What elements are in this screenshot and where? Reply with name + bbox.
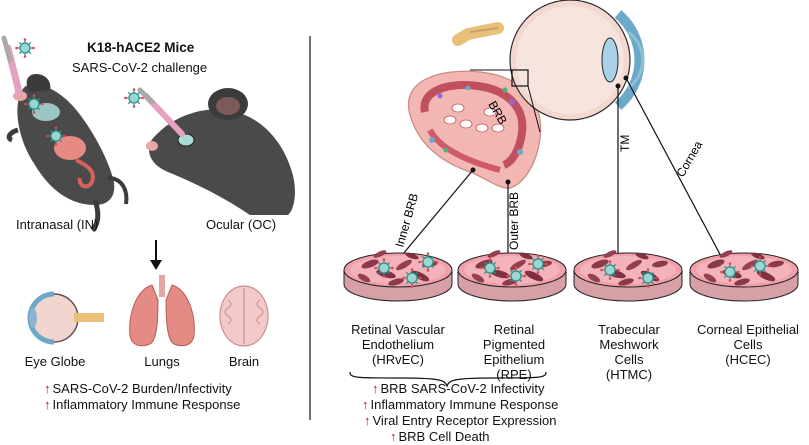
- red-up-arrow-icon: ↑: [362, 397, 369, 412]
- mouse-ocular-icon: [146, 88, 295, 215]
- zoom-box: [511, 69, 529, 87]
- inner-brb-label: Inner BRB: [392, 192, 421, 249]
- right-panel: BRB Inner BRB Outer BRB TM Cornea: [344, 0, 798, 388]
- petri-dish-hcec: [690, 249, 798, 301]
- cell-abbr: (RPE): [496, 367, 532, 382]
- route-ocular-label: Ocular (OC): [206, 217, 277, 232]
- cell-label-hrvec: Retinal Vascular Endothelium (HRvEC): [330, 322, 466, 367]
- organ-lungs-label: Lungs: [144, 354, 180, 369]
- connector-lines: [397, 77, 723, 261]
- cell-label-rpe: Retinal Pigmented Epithelium (RPE): [466, 322, 562, 382]
- connector-dot: [470, 167, 476, 173]
- cell-name: Retinal Vascular Endothelium: [351, 322, 445, 352]
- cell-name: Corneal Epithelial Cells: [697, 322, 799, 352]
- red-up-arrow-icon: ↑: [372, 381, 379, 396]
- eyeball-icon: [452, 0, 645, 121]
- red-up-arrow-icon: ↑: [390, 429, 397, 444]
- retina-section-icon: [407, 70, 542, 189]
- route-intranasal-label: Intranasal (IN): [16, 217, 99, 232]
- petri-dish-htmc: [574, 249, 682, 301]
- study-subtitle: SARS-CoV-2 challenge: [72, 60, 208, 75]
- pipette-intranasal-icon: [1, 35, 36, 96]
- left-outcomes-list: ↑SARS-CoV-2 Burden/Infectivity ↑Inflamma…: [44, 381, 240, 413]
- zoom-line: [527, 85, 541, 133]
- right-outcomes-list: ↑BRB SARS-CoV-2 Infectivity ↑Inflammator…: [362, 381, 558, 445]
- organ-brain-label: Brain: [228, 354, 260, 369]
- pipette-ocular-icon: [123, 87, 185, 137]
- petri-dish-hrvec: [344, 249, 452, 301]
- tm-label: TM: [618, 135, 632, 152]
- organ-eye-globe-label: Eye Globe: [24, 354, 86, 369]
- right-outcome-item: ↑Inflammatory Immune Response: [362, 397, 559, 412]
- cell-abbr: (HRvEC): [372, 352, 424, 367]
- cell-name: Trabecular Meshwork Cells: [598, 322, 660, 367]
- cell-label-htmc: Trabecular Meshwork Cells (HTMC): [584, 322, 674, 382]
- left-panel: [1, 35, 295, 347]
- cell-name: Retinal Pigmented Epithelium: [482, 322, 546, 367]
- outer-brb-label: Outer BRB: [507, 192, 521, 250]
- brain-icon: [219, 285, 269, 347]
- lungs-icon: [129, 275, 195, 347]
- cell-abbr: (HTMC): [605, 367, 653, 382]
- left-outcome-item: ↑Inflammatory Immune Response: [44, 397, 241, 412]
- down-arrow-icon: [150, 240, 162, 270]
- red-up-arrow-icon: ↑: [44, 397, 51, 412]
- eye-globe-icon: [27, 291, 104, 345]
- cornea-label: Cornea: [673, 138, 705, 179]
- cell-label-hcec: Corneal Epithelial Cells (HCEC): [694, 322, 802, 367]
- grouping-brace: [349, 371, 547, 388]
- left-outcome-item: ↑SARS-CoV-2 Burden/Infectivity: [44, 381, 232, 396]
- connector-dot: [623, 75, 629, 81]
- petri-dish-rpe: [458, 249, 566, 301]
- connector-dot: [505, 179, 511, 185]
- right-outcome-item: ↑BRB SARS-CoV-2 Infectivity: [372, 381, 545, 396]
- red-up-arrow-icon: ↑: [44, 381, 51, 396]
- right-outcome-item: ↑Viral Entry Receptor Expression: [364, 413, 557, 428]
- virus-icon: [14, 37, 36, 59]
- study-title: K18-hACE2 Mice: [87, 40, 195, 55]
- right-outcome-item: ↑BRB Cell Death: [390, 429, 490, 444]
- connector-dot: [615, 83, 621, 89]
- mouse-intranasal-icon: [6, 74, 129, 232]
- red-up-arrow-icon: ↑: [364, 413, 371, 428]
- cell-abbr: (HCEC): [725, 352, 771, 367]
